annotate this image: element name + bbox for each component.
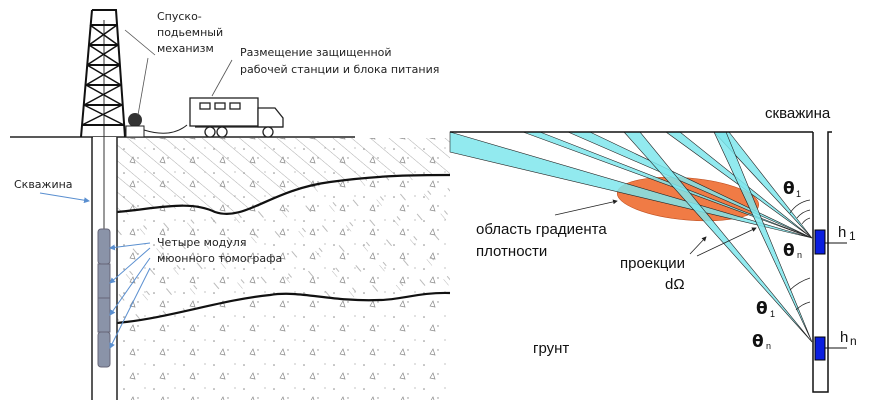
hn-label: h (840, 329, 848, 346)
top-soil-layer (117, 138, 450, 214)
layer-boundary (116, 291, 451, 325)
well-label: Скважина (14, 178, 73, 191)
h-subscript: n (850, 334, 857, 348)
gradient-label: плотности (476, 243, 547, 260)
muon-modules (97, 228, 111, 368)
modules-label: мюонного томографа (157, 252, 282, 265)
projections-label: dΩ (665, 276, 685, 293)
theta-subscript: 1 (770, 309, 775, 319)
theta-subscript: n (766, 341, 771, 351)
theta-label: θ (783, 179, 795, 199)
station-label: рабочей станции и блока питания (240, 63, 439, 76)
derrick (80, 9, 126, 138)
modules-label: Четыре модуля (157, 236, 246, 249)
winch (125, 113, 188, 138)
right-panel: скважина область градиента плотности про… (449, 105, 857, 393)
soil-label: грунт (533, 340, 569, 357)
theta-label: θ (752, 332, 764, 352)
layer-boundary (116, 173, 451, 215)
beams (449, 131, 813, 343)
beam (449, 131, 813, 239)
hoist-label: Спуско- (157, 10, 202, 23)
h1-label: h (838, 224, 846, 241)
left-panel: Спуско- подьемный механизм Размещение за… (10, 9, 451, 400)
borehole (812, 131, 832, 393)
projections-label: проекции (620, 255, 685, 272)
theta-label: θ (783, 241, 795, 261)
hoist-label: механизм (157, 42, 214, 55)
detector-hn (814, 336, 826, 361)
h-subscript: 1 (849, 229, 856, 243)
detector-h1 (814, 229, 826, 255)
gradient-label: область градиента (476, 221, 607, 238)
theta-subscript: n (797, 250, 802, 260)
theta-subscript: 1 (796, 189, 801, 199)
middle-layer (117, 175, 450, 323)
hoist-label: подьемный (157, 26, 223, 39)
station-label: Размещение защищенной (240, 46, 392, 59)
well-label: скважина (765, 105, 831, 122)
truck (189, 97, 284, 138)
angle-arcs (789, 199, 811, 311)
theta-label: θ (756, 299, 768, 319)
